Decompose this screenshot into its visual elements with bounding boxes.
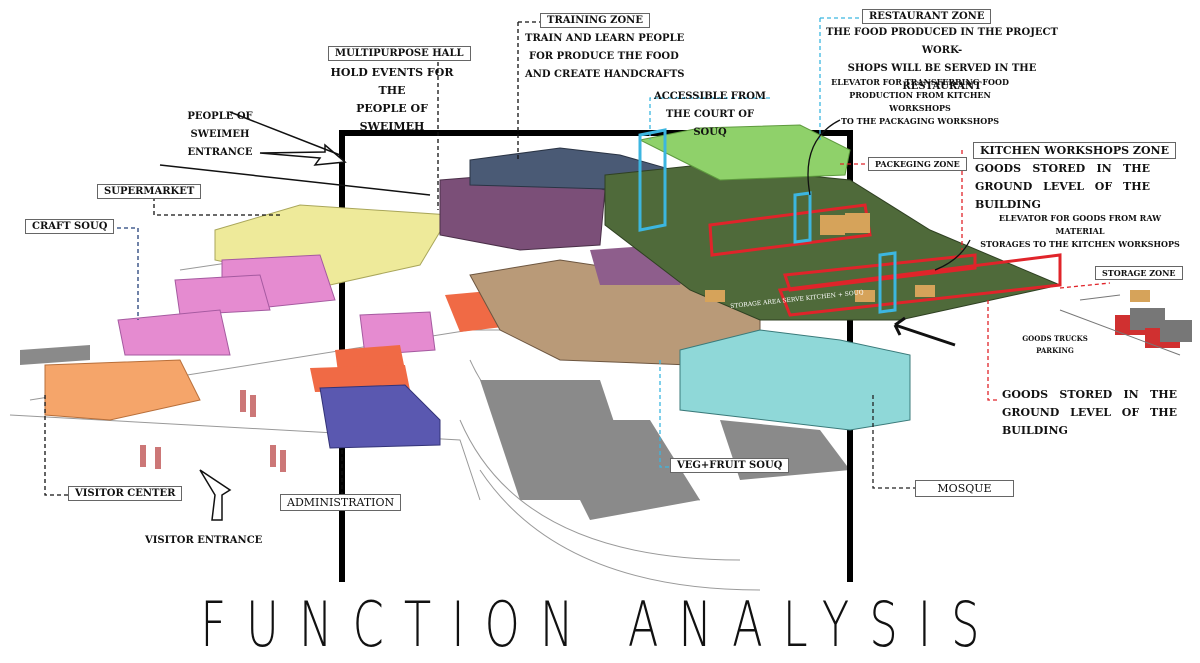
food-elevator-note: ELEVATOR FOR TRANSFERRING FOOD PRODUCTIO… [820, 76, 1020, 128]
desc-line: TO THE PACKAGING WORKSHOPS [840, 116, 1000, 126]
mosque-label: MOSQUE [915, 480, 1014, 497]
desc-line: PEOPLE OF SWEIMEH [356, 102, 428, 133]
visitor-center-label: VISITOR CENTER [68, 486, 183, 501]
desc-line: GOODS TRUCKS [1022, 334, 1088, 343]
orange-red-block-2 [335, 345, 405, 372]
storage-zone-label: STORAGE ZONE [1095, 266, 1183, 280]
restaurant-zone-description: THE FOOD PRODUCED IN THE PROJECT WORK- S… [812, 24, 1072, 96]
desc-line: ELEVATOR FOR GOODS FROM RAW MATERIAL [998, 213, 1162, 236]
goods-elevator-arrow [934, 239, 971, 271]
goods-trucks-parking-label: GOODS TRUCKS PARKING [1015, 333, 1095, 357]
goods-elevator-note: ELEVATOR FOR GOODS FROM RAW MATERIAL STO… [975, 212, 1185, 251]
produce-crate-icons [705, 213, 1150, 302]
training-zone-description: TRAIN AND LEARN PEOPLE FOR PRODUCE THE F… [525, 30, 685, 84]
visitor-entrance-label: VISITOR ENTRANCE [145, 535, 263, 546]
packaging-zone-label: PACKEGING ZONE [868, 157, 967, 171]
people-figures [140, 390, 286, 472]
multipurpose-hall-description: HOLD EVENTS FOR THE PEOPLE OF SWEIMEH [322, 64, 462, 136]
craft-souq-label: CRAFT SOUQ [25, 219, 115, 234]
accessible-from-court-note: ACCESSIBLE FROM THE COURT OF SOUQ [650, 88, 770, 142]
goods-trucks-icon [1059, 294, 1192, 356]
desc-line: PARKING [1036, 346, 1074, 355]
page-title: FUNCTION ANALYSIS [200, 588, 1000, 661]
supermarket-label: SUPERMARKET [97, 184, 202, 199]
desc-line: HOLD EVENTS FOR THE [330, 66, 454, 97]
storage-zone-description: GOODS STORED IN THE GROUND LEVEL OF THE … [1002, 388, 1177, 437]
administration-block [319, 384, 441, 449]
desc-line: ENTRANCE [187, 147, 253, 158]
desc-line: ACCESSIBLE FROM [654, 91, 766, 102]
desc-line: PRODUCTION FROM KITCHEN WORKSHOPS [849, 90, 991, 113]
entrance-arrows [159, 111, 956, 521]
desc-line: AND CREATE HANDCRAFTS [525, 69, 685, 80]
desc-line: ELEVATOR FOR TRANSFERRING FOOD [831, 77, 1009, 87]
kitchen-workshops-description: GOODS STORED IN THE GROUND LEVEL OF THE … [975, 162, 1150, 211]
desc-line: FOR PRODUCE THE FOOD [529, 51, 679, 62]
desc-line: SHOPS WILL BE SERVED IN THE RESTAURANT [847, 63, 1037, 92]
craft-souq-block-3 [117, 309, 231, 356]
training-zone-label: TRAINING ZONE [540, 13, 650, 28]
restaurant-zone-block [638, 124, 851, 181]
kitchen-storage-outlines [708, 203, 1062, 317]
elevator-shafts [638, 128, 897, 314]
people-entrance-label: PEOPLE OF SWEIMEH ENTRANCE [160, 108, 280, 162]
veg-fruit-souq-label: VEG+FRUIT SOUQ [670, 458, 790, 473]
desc-line: PEOPLE OF SWEIMEH [187, 111, 253, 140]
desc-line: THE FOOD PRODUCED IN THE PROJECT WORK- [826, 27, 1058, 56]
desc-line: STORAGES TO THE KITCHEN WORKSHOPS [980, 239, 1180, 249]
visitor-center-block [44, 359, 201, 421]
food-elevator-arrow [807, 119, 841, 196]
leader-lines [44, 17, 1111, 505]
administration-label: ADMINISTRATION [280, 494, 402, 511]
craft-souq-block-4 [359, 311, 436, 356]
desc-line: TRAIN AND LEARN PEOPLE [525, 33, 685, 44]
desc-line: THE COURT OF SOUQ [665, 109, 755, 138]
mosque-block [679, 329, 911, 431]
kitchen-workshops-zone-label: KITCHEN WORKSHOPS ZONE [973, 142, 1176, 159]
restaurant-zone-label: RESTAURANT ZONE [862, 9, 992, 24]
multipurpose-hall-label: MULTIPURPOSE HALL [328, 46, 471, 61]
craft-souq-block-2 [174, 274, 271, 316]
